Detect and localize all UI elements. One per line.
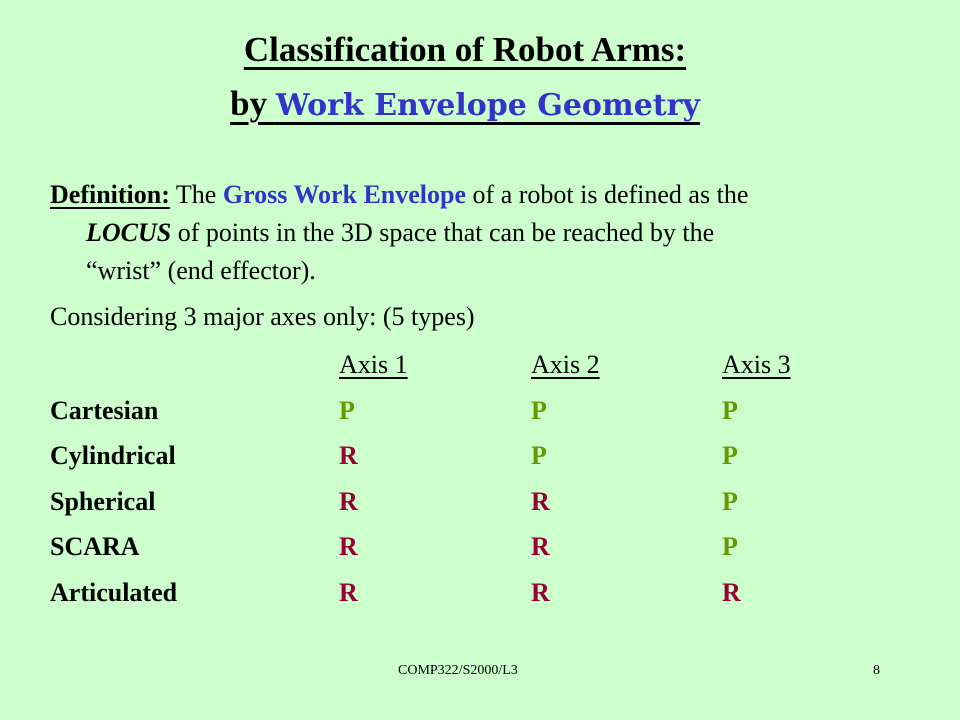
table-row: Cartesian P P P (0, 396, 960, 436)
table-row: SCARA R R P (0, 532, 960, 572)
robot-type-name: Articulated (50, 578, 178, 607)
axis-1-value: P (339, 396, 355, 425)
axis-3-value: R (722, 578, 741, 607)
footer-course-code: COMP322/S2000/L3 (398, 663, 518, 678)
axis-1-value: R (339, 487, 358, 516)
axis-1-value: R (339, 441, 358, 470)
definition-line-3: “wrist” (end effector). (86, 256, 316, 285)
locus-term: LOCUS (86, 218, 172, 247)
robot-type-name: Cylindrical (50, 441, 176, 470)
table-row: Spherical R R P (0, 487, 960, 527)
axis-2-value: P (531, 396, 547, 425)
slide-title: Classification of Robot Arms: (0, 30, 930, 70)
table-row: Cylindrical R P P (0, 441, 960, 481)
definition-text-1: The (169, 180, 223, 209)
axis-3-value: P (722, 396, 738, 425)
header-axis-1: Axis 1 (339, 350, 408, 379)
axis-3-value: P (722, 532, 738, 561)
robot-type-name: Spherical (50, 487, 156, 516)
page-number: 8 (873, 663, 880, 678)
axis-1-value: R (339, 532, 358, 561)
axis-1-value: R (339, 578, 358, 607)
axis-3-value: P (722, 441, 738, 470)
axis-2-value: R (531, 487, 550, 516)
axis-2-value: P (531, 441, 547, 470)
definition-paragraph: Definition: The Gross Work Envelope of a… (50, 176, 930, 290)
axis-3-value: P (722, 487, 738, 516)
header-axis-2: Axis 2 (531, 350, 600, 379)
subtitle-prefix: by (230, 84, 276, 123)
considering-line: Considering 3 major axes only: (5 types) (50, 302, 475, 331)
table-row: Articulated R R R (0, 578, 960, 618)
definition-line-2: LOCUS of points in the 3D space that can… (50, 214, 930, 252)
definition-text-2: of a robot is defined as the (466, 180, 749, 209)
axis-2-value: R (531, 578, 550, 607)
axis-2-value: R (531, 532, 550, 561)
title-line-1: Classification of Robot Arms: (243, 30, 687, 69)
subtitle-accent: Work Envelope Geometry (275, 88, 700, 123)
robot-type-name: SCARA (50, 532, 140, 561)
slide-subtitle: by Work Envelope Geometry (0, 84, 930, 124)
definition-label: Definition: (50, 180, 170, 209)
robot-type-name: Cartesian (50, 396, 159, 425)
definition-text-3: of points in the 3D space that can be re… (171, 218, 715, 247)
gross-work-envelope-term: Gross Work Envelope (222, 180, 467, 209)
table-header: Axis 1 Axis 2 Axis 3 (0, 350, 960, 390)
header-axis-3: Axis 3 (722, 350, 791, 379)
